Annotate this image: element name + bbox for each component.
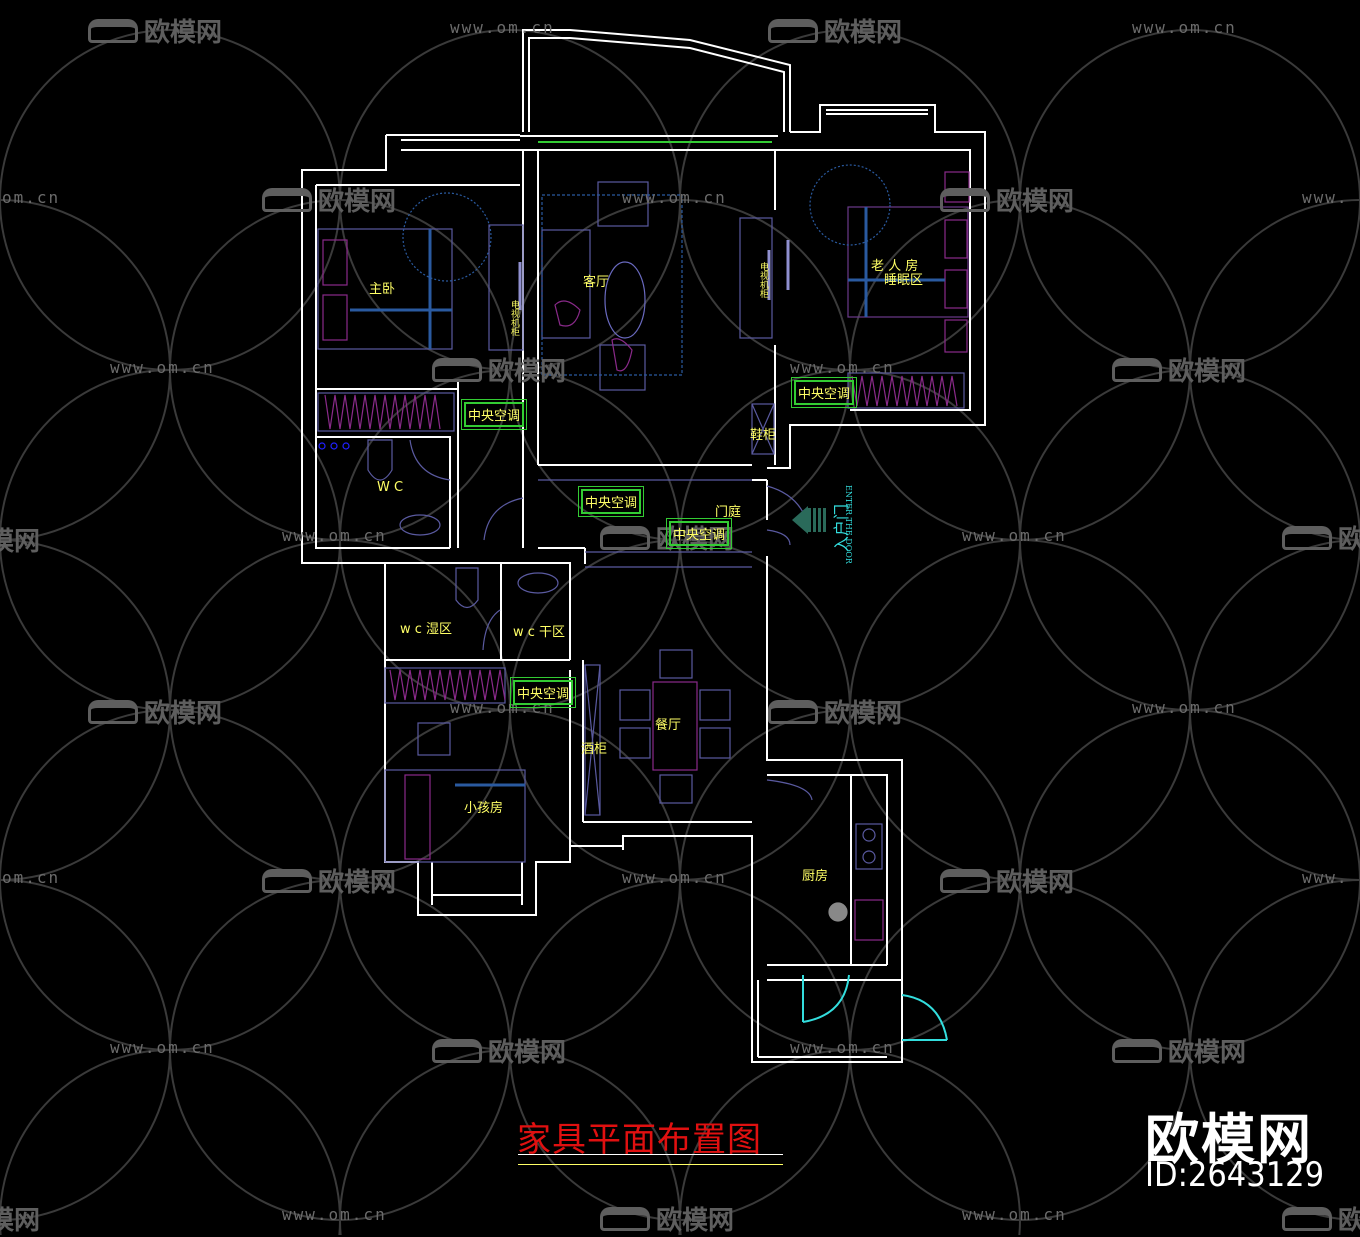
watermark-logo: 欧模网 bbox=[262, 181, 396, 218]
walls bbox=[301, 29, 986, 1063]
watermark-url: www.om.cn bbox=[1132, 18, 1237, 37]
ac-unit-corridor: 中央空调 bbox=[577, 486, 645, 517]
label-child-room: 小孩房 bbox=[464, 801, 504, 816]
label-wine-cabinet: 酒柜 bbox=[581, 742, 608, 757]
ac-unit-foyer: 中央空调 bbox=[665, 518, 733, 549]
sofa-icon bbox=[1282, 525, 1332, 550]
watermark-url: om.cn bbox=[2, 868, 61, 887]
ac-unit-elder-room: 中央空调 bbox=[790, 377, 858, 408]
sofa-icon bbox=[1112, 357, 1162, 382]
sofa-icon bbox=[600, 525, 650, 550]
label-wc-dry: w c 干区 bbox=[513, 625, 566, 640]
sofa-icon bbox=[768, 699, 818, 724]
watermark-url: www.om.cn bbox=[282, 1205, 387, 1224]
watermark-url: www.om.cn bbox=[450, 698, 555, 717]
label-wc-wet: w c 湿区 bbox=[400, 622, 453, 637]
label-shoe-cabinet: 鞋柜 bbox=[750, 428, 777, 443]
watermark-logo: 模网 bbox=[0, 527, 41, 557]
watermark-logo: 欧模网 bbox=[940, 862, 1074, 899]
watermark-logo: 欧模网 bbox=[432, 1032, 566, 1069]
sofa-icon bbox=[600, 1206, 650, 1231]
watermark-logo: 欧模网 bbox=[262, 862, 396, 899]
watermark-logo: 欧模网 bbox=[1282, 1200, 1360, 1237]
label-kitchen: 厨房 bbox=[802, 869, 829, 884]
entrance-arrow-icon bbox=[792, 506, 826, 534]
label-living-room: 客厅 bbox=[583, 275, 610, 290]
watermark-url: www.om.cn bbox=[1132, 698, 1237, 717]
label-foyer: 门庭 bbox=[715, 505, 742, 520]
label-elder-room: 老 人 房 bbox=[871, 259, 919, 274]
watermark-logo: 欧模网 bbox=[432, 351, 566, 388]
sofa-icon bbox=[940, 187, 990, 212]
title-underline-yellow bbox=[518, 1164, 783, 1165]
furniture bbox=[317, 164, 970, 941]
watermark-logo: 模网 bbox=[0, 1206, 41, 1236]
watermark-url: www. bbox=[1302, 188, 1349, 207]
entrance-label-en: ENTER THE DOOR bbox=[844, 485, 853, 564]
sofa-icon bbox=[432, 1038, 482, 1063]
title-underline-white bbox=[518, 1154, 783, 1155]
brand-id: ID:2643129 bbox=[1145, 1155, 1325, 1195]
watermark-url: www.om.cn bbox=[622, 868, 727, 887]
watermark-logo: 欧模网 bbox=[1282, 519, 1360, 556]
watermark-logo: 欧模网 bbox=[1112, 1032, 1246, 1069]
watermark-url: www.om.cn bbox=[622, 188, 727, 207]
sofa-icon bbox=[88, 699, 138, 724]
label-tv-cabinet-elder: 电视机柜 bbox=[758, 262, 768, 298]
watermark-url: www.om.cn bbox=[282, 526, 387, 545]
sofa-icon bbox=[1112, 1038, 1162, 1063]
watermark-url: www.om.cn bbox=[110, 358, 215, 377]
watermark-url: www.om.cn bbox=[110, 1038, 215, 1057]
watermark-arcs bbox=[0, 29, 1360, 1235]
ac-unit-child-room: 中央空调 bbox=[509, 677, 577, 708]
drawing-title: 家具平面布置图 bbox=[517, 1120, 762, 1160]
watermark-url: www.om.cn bbox=[962, 1205, 1067, 1224]
watermark-url: www.om.cn bbox=[450, 18, 555, 37]
balcony-doors bbox=[802, 974, 948, 1041]
label-elder-sleep-area: 睡眠区 bbox=[884, 273, 924, 288]
watermark-logo: 欧模网 bbox=[88, 12, 222, 49]
watermark-url: om.cn bbox=[2, 188, 61, 207]
label-wc-main: W C bbox=[377, 480, 404, 495]
sofa-icon bbox=[262, 187, 312, 212]
ac-unit-master-closet: 中央空调 bbox=[460, 399, 528, 430]
watermark-logo: 欧模网 bbox=[600, 1200, 734, 1237]
watermark-logo: 欧模网 bbox=[940, 181, 1074, 218]
watermark-url: www. bbox=[1302, 868, 1349, 887]
label-dining: 餐厅 bbox=[655, 718, 682, 733]
watermark-logo: 欧模网 bbox=[88, 693, 222, 730]
brand-logo: 欧模网 bbox=[1145, 1108, 1313, 1171]
sofa-icon bbox=[88, 18, 138, 43]
sofa-icon bbox=[768, 18, 818, 43]
label-tv-cabinet-master: 电视机柜 bbox=[509, 300, 519, 336]
watermark-logo: 欧模网 bbox=[768, 12, 902, 49]
sofa-icon bbox=[432, 357, 482, 382]
watermark-logo: 欧模网 bbox=[1112, 351, 1246, 388]
sofa-icon bbox=[1282, 1206, 1332, 1231]
sofa-icon bbox=[262, 868, 312, 893]
sofa-icon bbox=[940, 868, 990, 893]
watermark-url: www.om.cn bbox=[790, 358, 895, 377]
watermark-url: www.om.cn bbox=[790, 1038, 895, 1057]
watermark-logo: 欧模网 bbox=[768, 693, 902, 730]
watermark-url: www.om.cn bbox=[962, 526, 1067, 545]
label-master-bedroom: 主卧 bbox=[369, 282, 396, 297]
